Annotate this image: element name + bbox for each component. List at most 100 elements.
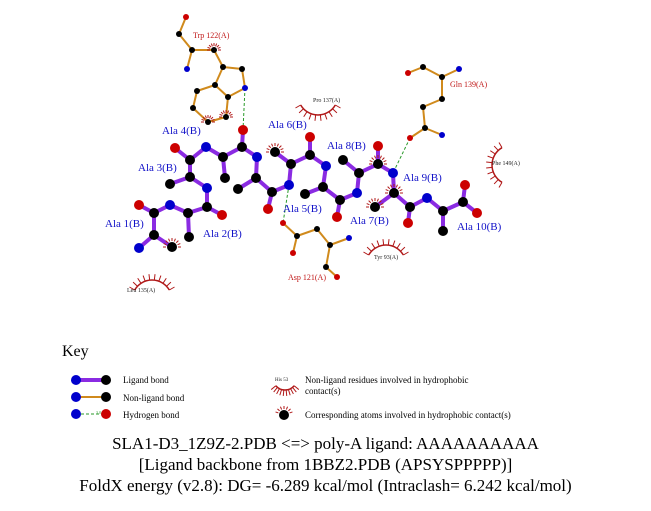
nonligand-atom — [280, 220, 286, 226]
pro137-hydrophobic-arc — [300, 104, 336, 116]
ligand-atom — [202, 202, 212, 212]
nonligand-bond — [329, 237, 350, 246]
ligand-atom — [167, 242, 177, 252]
caption-line-1: SLA1-D3_1Z9Z-2.PDB <=> poly-A ligand: AA… — [112, 434, 539, 453]
nonligand-atom — [420, 64, 426, 70]
nonligand-atom — [220, 64, 226, 70]
ligand-atom — [237, 142, 247, 152]
nonligand-atom — [456, 66, 462, 72]
ligand-atom — [438, 206, 448, 216]
tyr93-hydrophobic-arc — [368, 244, 404, 256]
ligand-atom — [165, 179, 175, 189]
ligand-atom — [263, 204, 273, 214]
ligand-atom — [286, 159, 296, 169]
nonligand-bond — [422, 106, 426, 129]
ligand-atom — [335, 195, 345, 205]
ligand-atom — [389, 188, 399, 198]
ligand-atom — [185, 155, 195, 165]
key-corresponding-atoms: Corresponding atoms involved in hydropho… — [305, 410, 511, 420]
nonligand-atom — [205, 119, 211, 125]
ligand-atom — [321, 161, 331, 171]
ligand-label: Ala 2(B) — [203, 228, 242, 240]
nonligand-atom — [223, 114, 229, 120]
residue-label: Trp 122(A) — [193, 31, 230, 40]
nonligand-bond — [424, 127, 443, 136]
ligand-atom — [405, 202, 415, 212]
ligand-atom — [354, 168, 364, 178]
hydrophobic-contact-icon — [369, 155, 387, 165]
nonligand-bond — [325, 244, 331, 268]
ligand-atom — [165, 200, 175, 210]
nonligand-atom — [225, 94, 231, 100]
key-ligand-bond: Ligand bond — [123, 375, 169, 385]
hydrogen-bond — [282, 184, 290, 224]
hydrophobic-contact-icon — [163, 238, 181, 248]
ligand-atom — [460, 180, 470, 190]
ligand-atom — [472, 208, 482, 218]
ligand-atom — [184, 232, 194, 242]
ligand-atom — [149, 208, 159, 218]
nonligand-atom — [176, 31, 182, 37]
key-hydrophobic-atom-spikes — [275, 406, 293, 414]
nonligand-bond — [196, 84, 216, 92]
nonligand-atom — [346, 235, 352, 241]
key-carbon-atom — [101, 392, 111, 402]
ligand-atom — [332, 212, 342, 222]
nonligand-bond — [186, 49, 193, 70]
ligand-atom — [251, 173, 261, 183]
key-nitrogen-atom — [71, 392, 81, 402]
phe149-hydrophobic-arc-spikes — [486, 142, 503, 188]
hydrogen-bond — [392, 137, 411, 174]
pro137-hydrophobic-arc-spikes — [295, 104, 341, 121]
ligand-atom — [170, 143, 180, 153]
nonligand-atom — [190, 105, 196, 111]
nonligand-bond — [178, 16, 187, 35]
ligand-atom — [300, 189, 310, 199]
nonligand-atom — [405, 70, 411, 76]
ligand-atom — [338, 155, 348, 165]
nonligand-atom — [189, 47, 195, 53]
ligand-atom — [422, 193, 432, 203]
hydrophobic-contact-icon — [201, 115, 215, 123]
ligand-atom — [202, 183, 212, 193]
ligand-label: Ala 3(B) — [138, 162, 177, 174]
nonligand-atom — [211, 47, 217, 53]
hydrophobic-contact-icon — [219, 110, 233, 118]
nonligand-bond — [178, 33, 193, 51]
nonligand-bond — [441, 68, 460, 78]
ligand-atom — [267, 187, 277, 197]
ligand-atom — [134, 200, 144, 210]
nonligand-atom — [314, 226, 320, 232]
nonligand-bond — [214, 66, 224, 86]
hydrophobic-contact-icon — [385, 184, 403, 194]
key-title: Key — [62, 343, 89, 360]
ligand-atom — [352, 188, 362, 198]
key-nitrogen-atom — [71, 375, 81, 385]
key-hbond-distance: 3.0 — [96, 410, 101, 415]
ligand-atom — [373, 141, 383, 151]
nonligand-bond — [213, 49, 224, 68]
nonligand-atom — [334, 274, 340, 280]
nonligand-bond — [241, 68, 246, 89]
ligand-label: Ala 4(B) — [162, 125, 201, 137]
ligand-label: Ala 9(B) — [403, 172, 442, 184]
ligand-atom — [149, 230, 159, 240]
ligand-atom — [403, 218, 413, 228]
key-example-residue: His 53 — [275, 378, 289, 383]
phe149-hydrophobic-arc — [491, 147, 503, 183]
nonligand-atom — [184, 66, 190, 72]
hydrophobic-contact-icon — [366, 198, 384, 208]
hydrophobic-contact-icon — [207, 43, 221, 51]
nonligand-atom — [290, 250, 296, 256]
ligand-atom — [252, 152, 262, 162]
key-hydrogen-bond: Hydrogen bond — [123, 410, 180, 420]
hydrophobic-residue-label: Tyr 93(A) — [374, 255, 399, 261]
key-nonligand-bond: Non-ligand bond — [123, 393, 185, 403]
nonligand-atom — [422, 125, 428, 131]
ligand-atom — [233, 184, 243, 194]
nonligand-bond — [409, 127, 426, 139]
nonligand-atom — [239, 66, 245, 72]
leu135-hydrophobic-arc — [134, 279, 170, 291]
